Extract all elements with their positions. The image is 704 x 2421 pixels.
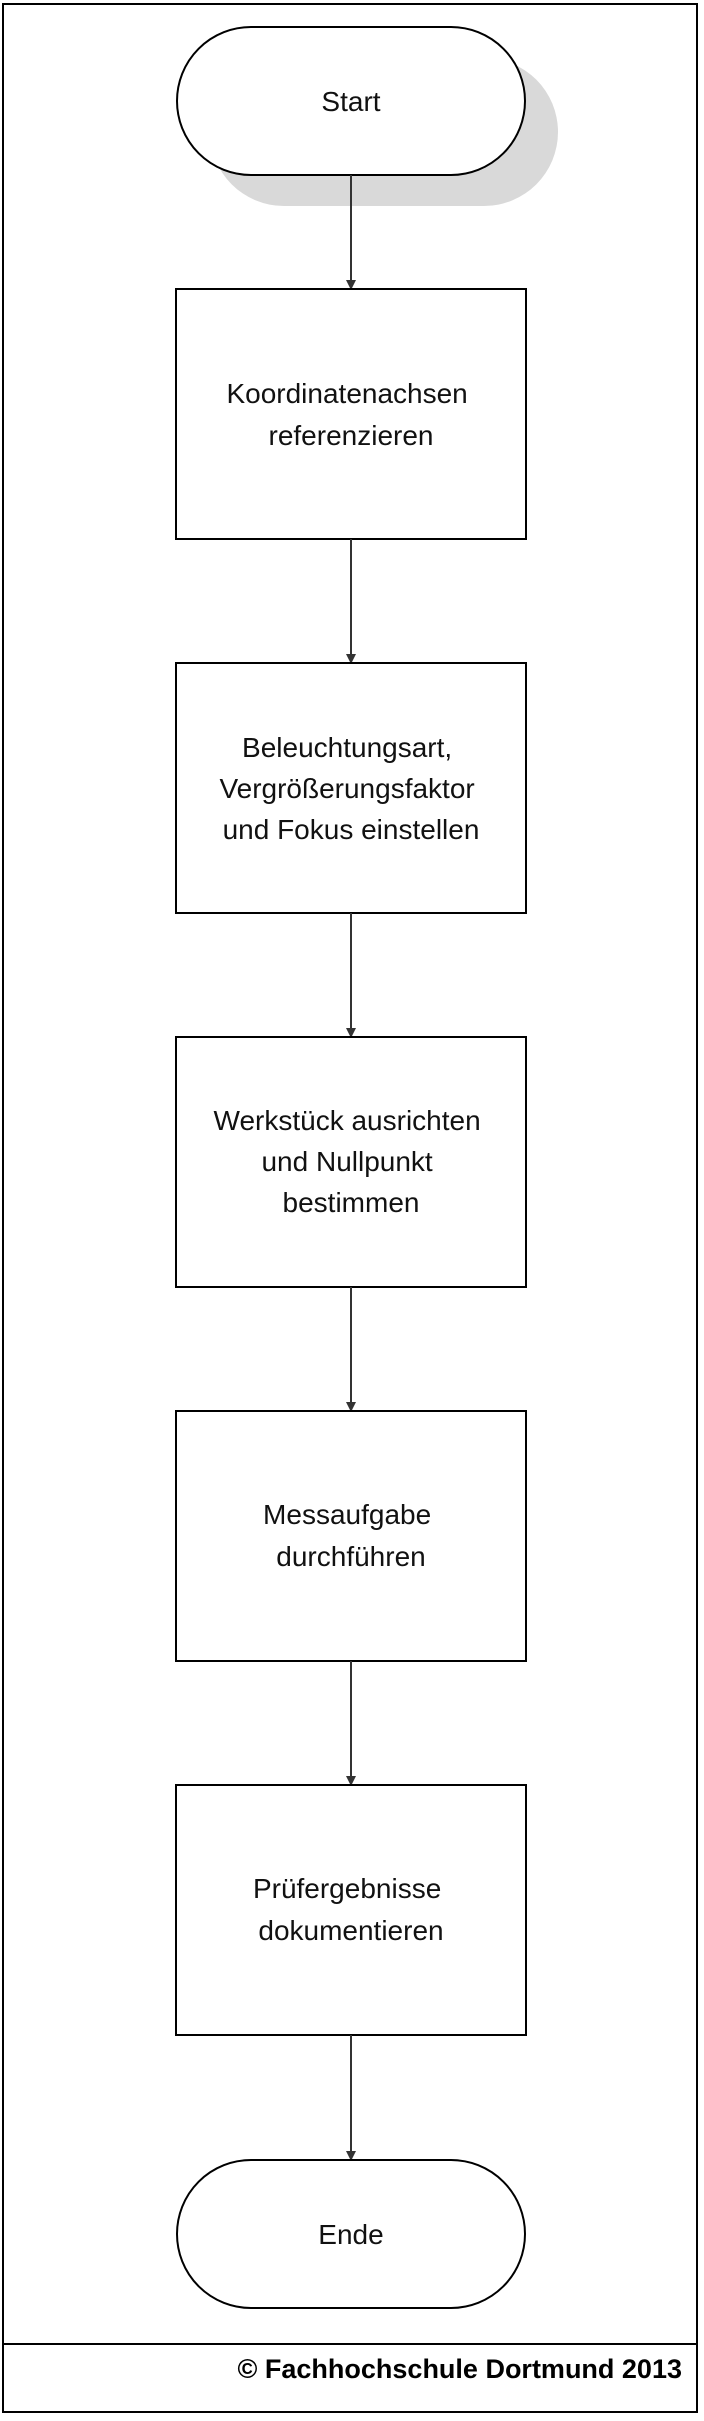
- step-2-line-2: Vergrößerungsfaktor: [219, 773, 474, 804]
- step-3-line-1: Werkstück ausrichten: [214, 1105, 481, 1136]
- copyright-footer: © Fachhochschule Dortmund 2013: [237, 2354, 683, 2384]
- step-4-line-2: durchführen: [276, 1541, 425, 1572]
- step-1-line-2: referenzieren: [269, 420, 434, 451]
- step-3-line-2: und Nullpunkt: [261, 1146, 432, 1177]
- step-4-label: Messaufgabe durchführen: [263, 1499, 439, 1572]
- step-3-line-3: bestimmen: [283, 1187, 420, 1218]
- process-step-3: [175, 1036, 527, 1288]
- step-5-line-1: Prüfergebnisse: [253, 1873, 441, 1904]
- process-step-5: [175, 1784, 527, 2036]
- step-2-label: Beleuchtungsart, Vergrößerungsfaktor und…: [219, 732, 482, 845]
- step-5-label: Prüfergebnisse dokumentieren: [253, 1873, 449, 1946]
- step-1-label: Koordinatenachsen referenzieren: [226, 378, 475, 451]
- footer-divider: [2, 2343, 698, 2345]
- start-label: Start: [321, 86, 380, 117]
- process-step-4: [175, 1410, 527, 1662]
- process-step-1: [175, 288, 527, 540]
- step-2-line-3: und Fokus einstellen: [223, 814, 480, 845]
- step-4-line-1: Messaufgabe: [263, 1499, 431, 1530]
- step-1-line-1: Koordinatenachsen: [226, 378, 467, 409]
- end-label: Ende: [318, 2219, 383, 2250]
- step-3-label: Werkstück ausrichten und Nullpunkt besti…: [214, 1105, 489, 1218]
- step-5-line-2: dokumentieren: [258, 1915, 443, 1946]
- process-step-2: [175, 662, 527, 914]
- end-terminator: [176, 2159, 526, 2309]
- step-2-line-1: Beleuchtungsart,: [242, 732, 452, 763]
